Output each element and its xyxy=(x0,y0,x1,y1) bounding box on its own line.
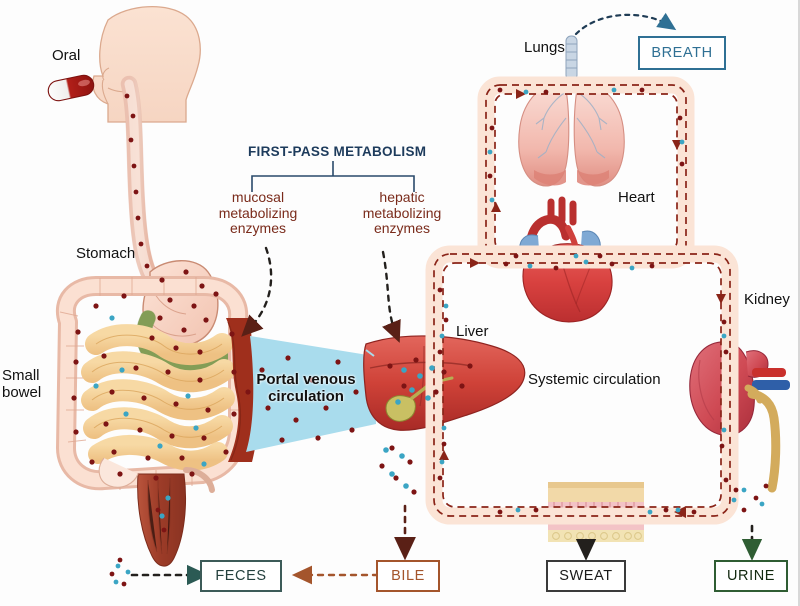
urine-output-box[interactable]: URINE xyxy=(714,560,788,592)
mucosal-enzymes-label: mucosal metabolizing enzymes xyxy=(218,189,298,237)
lungs-illustration xyxy=(518,35,625,187)
systemic-circulation-loop xyxy=(425,245,739,525)
sweat-label: SWEAT xyxy=(559,568,613,584)
portal-venous-label: Portal venous circulation xyxy=(256,371,356,405)
kidney-illustration xyxy=(689,341,790,493)
breath-label: BREATH xyxy=(651,45,713,61)
hepatic-enzymes-label: hepatic metabolizing enzymes xyxy=(362,189,442,237)
portal-venous-compartment xyxy=(246,336,376,452)
head-illustration xyxy=(92,6,201,123)
stomach-label: Stomach xyxy=(76,245,136,262)
drug-particles xyxy=(71,87,769,587)
systemic-circulation-label: Systemic circulation xyxy=(528,371,661,388)
heart-label: Heart xyxy=(618,189,655,206)
bile-label: BILE xyxy=(391,568,425,584)
kidney-label: Kidney xyxy=(744,291,790,308)
small-bowel-label: Small bowel xyxy=(2,367,42,401)
oral-capsule-icon xyxy=(47,74,95,102)
bile-output-box[interactable]: BILE xyxy=(376,560,440,592)
liver-illustration xyxy=(363,335,526,431)
hepatic-enzyme-pointer xyxy=(381,250,401,343)
first-pass-metabolism-heading: FIRST-PASS METABOLISM xyxy=(248,144,427,159)
rectum-illustration xyxy=(98,457,215,567)
urine-label: URINE xyxy=(726,568,776,584)
feces-label: FECES xyxy=(215,568,267,584)
sweat-output-box[interactable]: SWEAT xyxy=(546,560,626,592)
first-pass-bracket xyxy=(251,161,415,192)
liver-label: Liver xyxy=(456,323,489,340)
lungs-label: Lungs xyxy=(524,39,565,56)
oral-route-label: Oral xyxy=(52,47,81,64)
breath-arrow xyxy=(574,12,677,36)
breath-output-box[interactable]: BREATH xyxy=(638,36,726,70)
metabolite-particles xyxy=(93,87,765,585)
small-bowel-illustration xyxy=(81,324,235,471)
mucosal-enzyme-pointer xyxy=(241,246,273,337)
feces-output-box[interactable]: FECES xyxy=(200,560,282,592)
